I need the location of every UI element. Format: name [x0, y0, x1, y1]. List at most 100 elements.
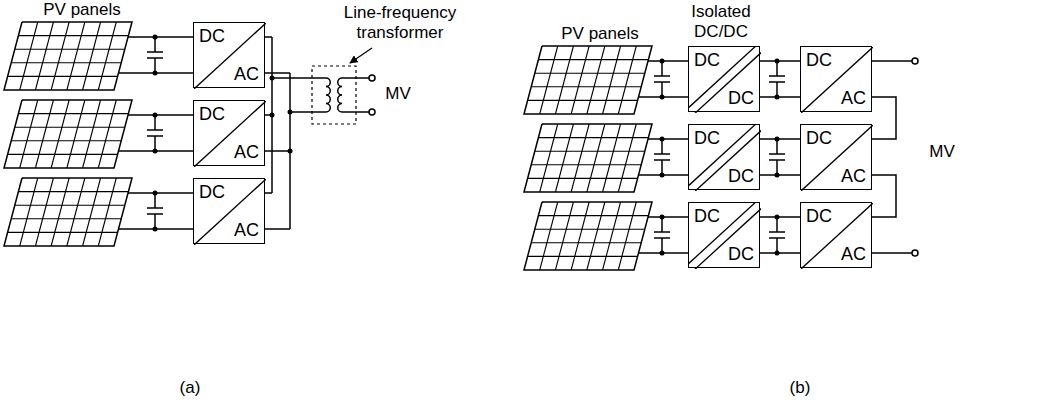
pv-cell-line — [538, 59, 648, 60]
junction-dot — [288, 149, 293, 154]
pv-cell-line — [540, 202, 558, 270]
pv-cell-line — [67, 178, 85, 246]
capacitor-plate — [654, 75, 670, 77]
pv-cell-line — [535, 73, 645, 74]
converter-port-label: AC — [841, 88, 866, 108]
wire-connector — [760, 138, 800, 140]
capacitor-plate — [147, 129, 163, 131]
pv-cell-line — [35, 178, 53, 246]
capacitor-plate — [147, 135, 163, 137]
pv-panel — [524, 46, 652, 114]
converter-port-label: DC — [694, 50, 720, 70]
pv-cell-line — [555, 124, 573, 192]
capacitor-plate — [769, 159, 785, 161]
pv-cell-line — [603, 202, 621, 270]
junction-dot — [288, 110, 293, 115]
pv-cell-line — [98, 100, 116, 168]
pv-cell-line — [20, 22, 38, 90]
pv-cell-line — [11, 140, 121, 141]
capacitor-plate — [654, 153, 670, 155]
dcac-inverter: DCAC — [800, 124, 872, 190]
pv-panel-outline — [524, 124, 652, 192]
pv-cell-line — [531, 242, 641, 243]
pv-panel-outline — [4, 178, 132, 246]
pv-cell-line — [531, 164, 641, 165]
pv-cell-line — [11, 62, 121, 63]
converter-port-label: DC — [199, 104, 225, 124]
junction-dot — [660, 137, 665, 142]
wire-connector — [872, 97, 896, 139]
terminal — [912, 58, 918, 64]
pv-cell-line — [538, 137, 648, 138]
junction-dot — [153, 113, 158, 118]
leader-arrow — [350, 48, 372, 63]
converter-port-label: AC — [234, 220, 259, 240]
dcac-inverter: DCAC — [193, 22, 265, 88]
figure-label: PV panels — [540, 24, 660, 44]
pv-cell-line — [528, 256, 638, 257]
diagonal-line — [194, 101, 266, 167]
converter-port-label: DC — [694, 128, 720, 148]
pv-panel — [524, 202, 652, 270]
pv-cell-line — [587, 124, 605, 192]
transformer-enclosure — [312, 66, 356, 124]
dc-wire — [648, 138, 688, 140]
junction-dot — [660, 95, 665, 100]
pv-cell-line — [35, 22, 53, 90]
diagonal-line — [689, 125, 758, 188]
figure-label: Isolated DC/DC — [676, 2, 766, 42]
pv-panel — [4, 22, 132, 90]
pv-panel-outline — [524, 202, 652, 270]
dc-wire — [648, 216, 688, 218]
pv-panel — [4, 100, 132, 168]
wire-connector — [872, 175, 896, 217]
junction-dot — [660, 173, 665, 178]
secondary-lead — [342, 77, 369, 79]
pv-cell-line — [18, 35, 128, 36]
pv-cell-line — [571, 46, 589, 114]
converter-port-label: DC — [728, 166, 754, 186]
junction-dot — [270, 113, 275, 118]
pv-cell-line — [587, 46, 605, 114]
figure-label: (b) — [770, 378, 830, 398]
junction-dot — [660, 215, 665, 220]
junction-dot — [775, 173, 780, 178]
pv-cell-line — [20, 100, 38, 168]
capacitor-plate — [654, 81, 670, 83]
pv-cell-line — [555, 46, 573, 114]
junction-dot — [660, 59, 665, 64]
capacitor-plate — [769, 75, 785, 77]
pv-panel-outline — [4, 22, 132, 90]
pv-cell-line — [535, 229, 645, 230]
pv-cell-line — [535, 151, 645, 152]
pv-panel — [4, 178, 132, 246]
pv-cell-line — [8, 232, 118, 233]
pv-cell-line — [603, 124, 621, 192]
converter-port-label: DC — [806, 206, 832, 226]
diagonal-line — [692, 128, 761, 191]
junction-dot — [153, 71, 158, 76]
terminal — [369, 109, 375, 115]
diagonal-line — [194, 179, 266, 245]
pv-cell-line — [67, 22, 85, 90]
diagonal-line — [689, 203, 758, 266]
pv-cell-line — [555, 202, 573, 270]
diagonal-line — [801, 203, 873, 269]
pv-cell-line — [538, 215, 648, 216]
pv-panel-outline — [524, 46, 652, 114]
pv-cell-line — [18, 113, 128, 114]
capacitor-plate — [147, 57, 163, 59]
pv-cell-line — [571, 202, 589, 270]
pv-panel — [524, 124, 652, 192]
pv-cell-line — [618, 46, 636, 114]
dc-wire — [648, 60, 688, 62]
capacitor-plate — [147, 213, 163, 215]
primary-lead — [272, 77, 326, 79]
capacitor-plate — [147, 51, 163, 53]
wire-connector — [760, 216, 800, 218]
converter-port-label: DC — [728, 88, 754, 108]
pv-cell-line — [15, 49, 125, 50]
